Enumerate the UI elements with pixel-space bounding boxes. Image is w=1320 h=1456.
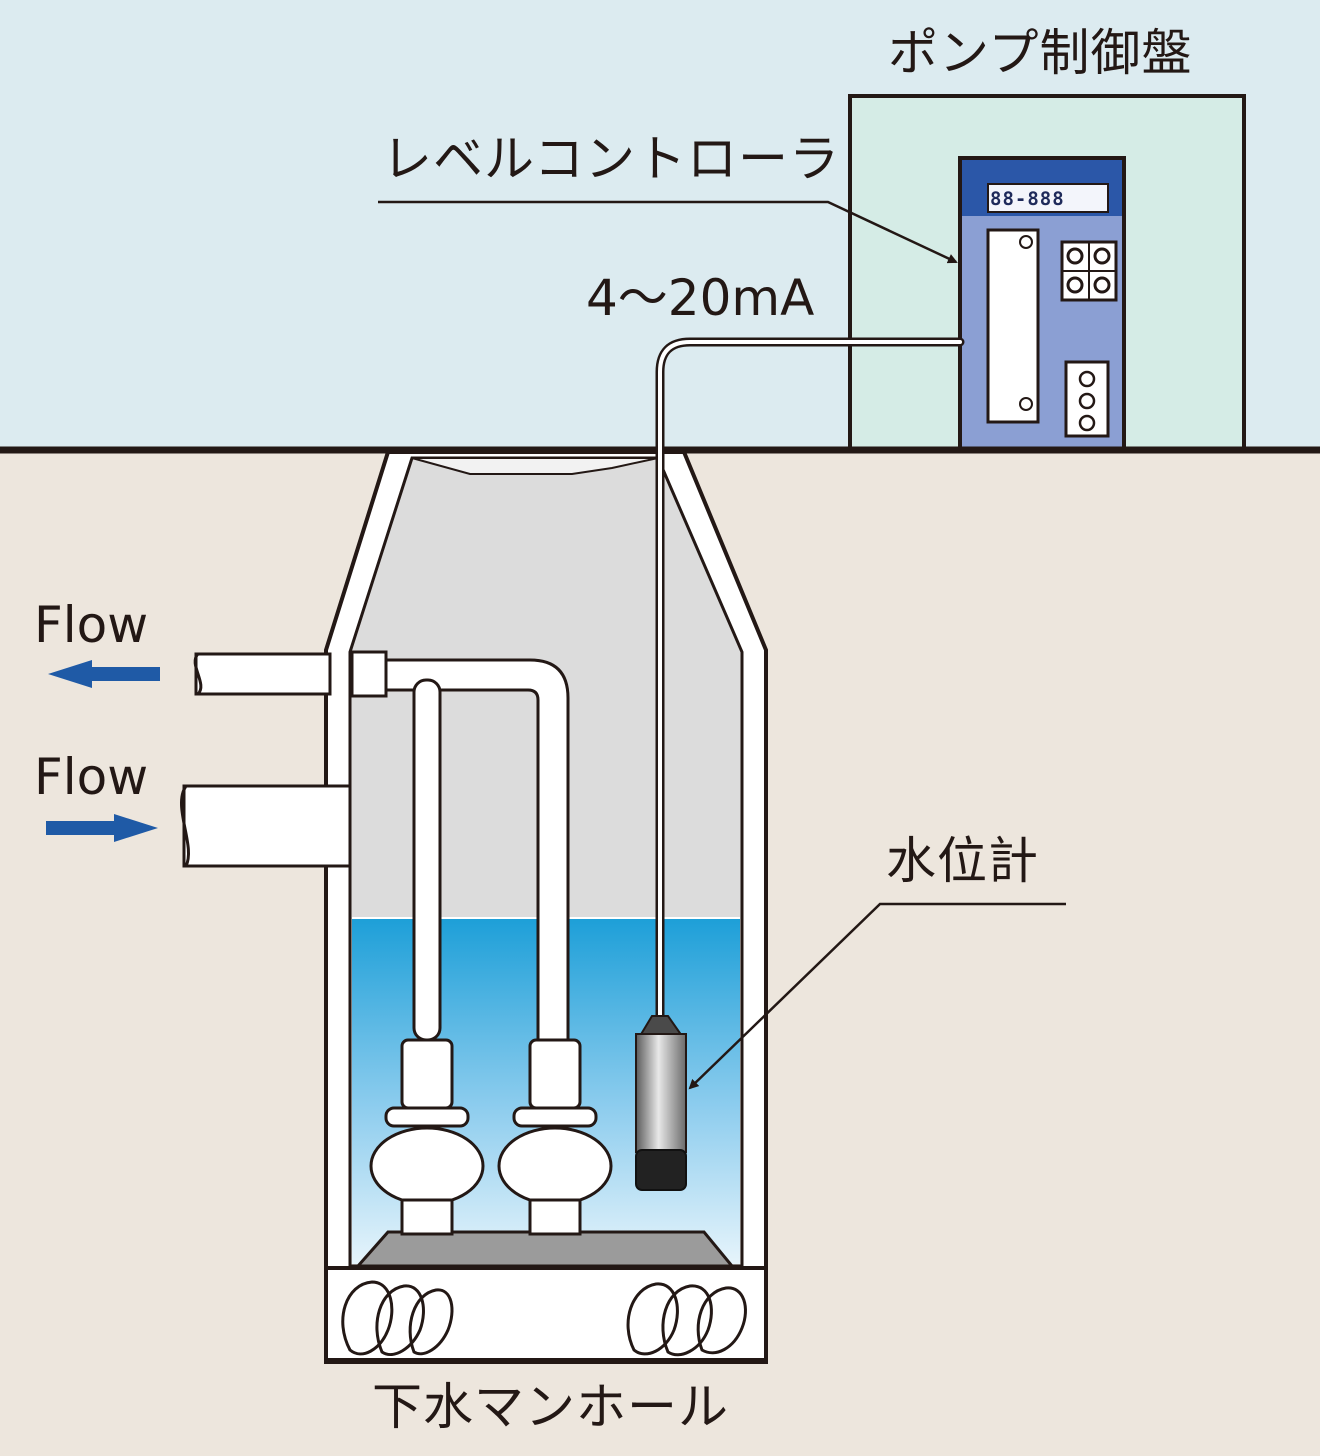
flow-out-label: Flow [34,596,149,654]
gravel-stones [341,1280,747,1357]
signal-label: 4〜20mA [586,269,815,327]
gauge-leader-line [688,902,1066,1090]
water-level-gauge-label: 水位計 [886,832,1039,890]
pump-base [354,1230,736,1268]
arrow-right-icon [46,814,158,842]
pump-control-panel-label: ポンプ制御盤 [888,24,1193,82]
gravel-foundation [324,1266,768,1362]
inflow-pipe [180,784,352,868]
arrow-left-icon [48,660,160,688]
sewer-manhole-label: 下水マンホール [372,1378,729,1436]
control-buttons [1060,240,1118,302]
level-controller [958,156,1126,452]
water-level-sensor [635,1015,687,1191]
manhole-cover-shadow [411,457,659,475]
indicator-lamps [1064,360,1110,438]
submersible-pump-1 [369,678,485,1236]
level-controller-label: レベルコントローラ [382,130,840,188]
flow-in-label: Flow [34,748,149,806]
display-panel [987,183,1109,213]
controller-display-readout: 88-888 [990,188,1065,210]
submersible-pump-2 [497,1038,613,1236]
manhole-bottom [326,1360,766,1364]
terminal-plate [986,228,1040,424]
controller-leader-line [378,200,958,264]
